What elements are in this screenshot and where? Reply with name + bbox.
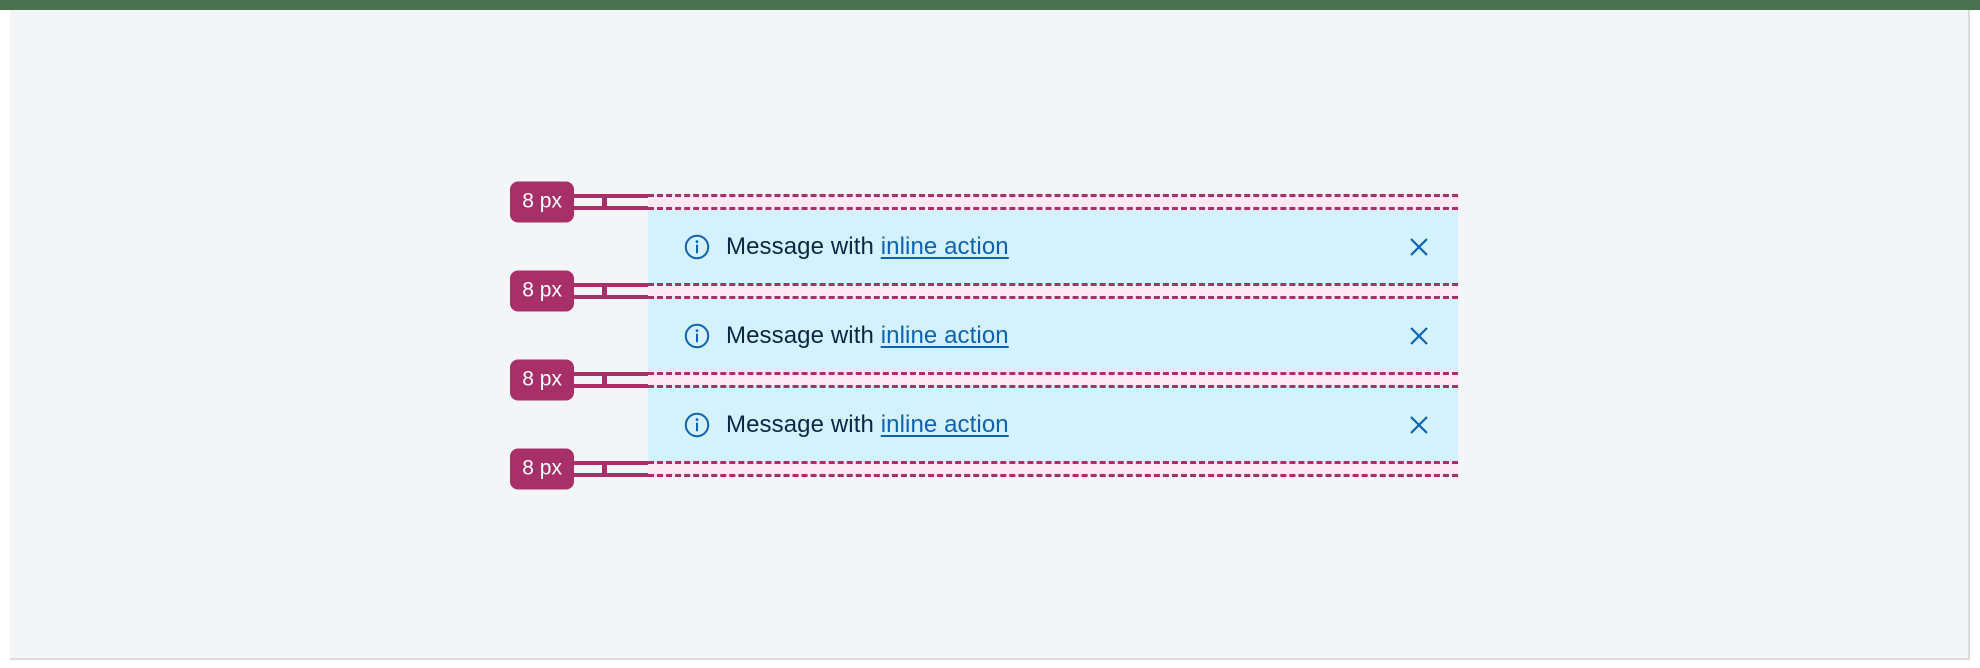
inline-action-link[interactable]: inline action xyxy=(880,232,1009,260)
message-text-static: Message with xyxy=(726,232,881,260)
measurement-leader: 8 px xyxy=(510,359,648,401)
close-icon xyxy=(1410,326,1428,345)
close-icon xyxy=(1410,237,1428,256)
info-circle-icon xyxy=(684,234,710,259)
spacing-band: 8 px xyxy=(510,359,1458,401)
spacing-badge: 8 px xyxy=(510,359,574,401)
measurement-leader: 8 px xyxy=(510,270,648,312)
spacing-badge: 8 px xyxy=(510,181,574,223)
leader-stem xyxy=(602,194,607,210)
close-button[interactable] xyxy=(1404,232,1434,262)
message-text-static: Message with xyxy=(726,321,881,349)
leader-bar-bottom xyxy=(570,295,648,299)
design-canvas: 8 px Message with inline action xyxy=(10,10,1970,660)
inline-action-link[interactable]: inline action xyxy=(880,321,1009,349)
spacing-badge: 8 px xyxy=(510,448,574,490)
spacing-band: 8 px xyxy=(510,270,1458,312)
info-message-bar: Message with inline action xyxy=(648,210,1458,283)
info-message-bar: Message with inline action xyxy=(648,299,1458,372)
close-button[interactable] xyxy=(1404,410,1434,440)
spacing-band: 8 px xyxy=(510,448,1458,490)
message-text: Message with inline action xyxy=(726,233,1388,261)
leader-bar-bottom xyxy=(570,206,648,210)
info-circle-icon xyxy=(684,412,710,437)
message-text: Message with inline action xyxy=(726,411,1388,439)
info-circle-icon xyxy=(684,323,710,348)
message-text-static: Message with xyxy=(726,410,881,438)
leader-stem xyxy=(602,283,607,299)
leader-bar-top xyxy=(570,194,648,198)
spacing-badge: 8 px xyxy=(510,270,574,312)
top-accent-bar xyxy=(0,0,1980,10)
message-text: Message with inline action xyxy=(726,322,1388,350)
measurement-leader: 8 px xyxy=(510,448,648,490)
leader-stem xyxy=(602,461,607,477)
leader-bar-top xyxy=(570,372,648,376)
message-spacing-spec: 8 px Message with inline action xyxy=(510,181,1458,490)
info-message-bar: Message with inline action xyxy=(648,388,1458,461)
measurement-leader: 8 px xyxy=(510,181,648,223)
close-button[interactable] xyxy=(1404,321,1434,351)
leader-bar-top xyxy=(570,461,648,465)
leader-bar-bottom xyxy=(570,473,648,477)
close-icon xyxy=(1410,415,1428,434)
spacing-band: 8 px xyxy=(510,181,1458,223)
inline-action-link[interactable]: inline action xyxy=(880,410,1009,438)
leader-bar-bottom xyxy=(570,384,648,388)
leader-stem xyxy=(602,372,607,388)
leader-bar-top xyxy=(570,283,648,287)
